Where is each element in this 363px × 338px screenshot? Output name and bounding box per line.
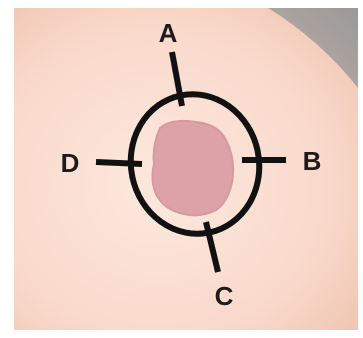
label-a: A xyxy=(159,18,178,48)
label-b: B xyxy=(303,146,322,176)
tick-d xyxy=(96,162,142,164)
label-c: C xyxy=(215,281,234,311)
label-d: D xyxy=(61,148,80,178)
lesion xyxy=(152,121,233,215)
